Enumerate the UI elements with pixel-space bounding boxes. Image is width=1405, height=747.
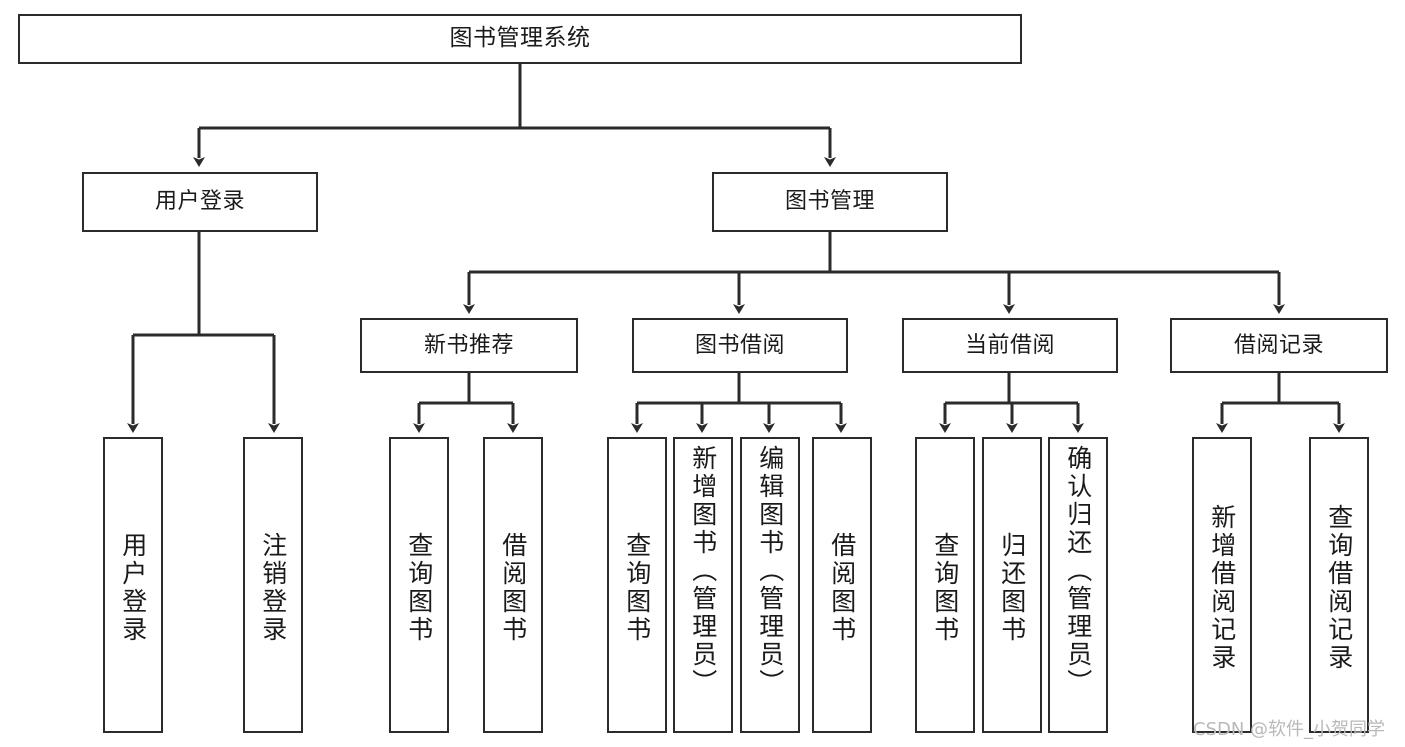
leaf-user-login[interactable]: 用户登录 <box>103 437 163 733</box>
leaf-query-borrow-record[interactable]: 查询借阅记录 <box>1309 437 1369 733</box>
node-label: 编辑图书（管理员） <box>755 445 785 697</box>
node-label: 确认归还（管理员） <box>1063 445 1093 697</box>
leaf-edit-book-admin[interactable]: 编辑图书（管理员） <box>740 437 800 733</box>
node-label: 图书管理 <box>784 189 875 215</box>
leaf-query-book-recommend[interactable]: 查询图书 <box>389 437 449 733</box>
leaf-query-book-borrow[interactable]: 查询图书 <box>607 437 667 733</box>
node-label: 查询图书 <box>930 532 960 644</box>
leaf-add-borrow-record[interactable]: 新增借阅记录 <box>1192 437 1252 733</box>
node-label: 借阅图书 <box>827 532 857 644</box>
node-label: 用户登录 <box>118 532 148 644</box>
node-label: 新增借阅记录 <box>1207 504 1237 672</box>
csdn-watermark: CSDN @软件_小贺同学 <box>1193 719 1386 740</box>
node-label: 图书借阅 <box>694 332 785 358</box>
node-current-borrow[interactable]: 当前借阅 <box>902 318 1118 373</box>
node-label: 查询借阅记录 <box>1324 504 1354 672</box>
node-new-book-recommend[interactable]: 新书推荐 <box>360 318 578 373</box>
node-book-management[interactable]: 图书管理 <box>712 172 948 232</box>
node-label: 查询图书 <box>404 532 434 644</box>
node-root-book-management-system[interactable]: 图书管理系统 <box>18 14 1022 64</box>
leaf-borrow-book-recommend[interactable]: 借阅图书 <box>483 437 543 733</box>
node-label: 借阅记录 <box>1233 332 1324 358</box>
leaf-return-book[interactable]: 归还图书 <box>982 437 1042 733</box>
leaf-add-book-admin[interactable]: 新增图书（管理员） <box>673 437 733 733</box>
node-label: 借阅图书 <box>498 532 528 644</box>
node-label: 归还图书 <box>997 532 1027 644</box>
leaf-borrow-book-borrow[interactable]: 借阅图书 <box>812 437 872 733</box>
leaf-logout-login[interactable]: 注销登录 <box>243 437 303 733</box>
node-label: 新书推荐 <box>423 332 514 358</box>
node-book-borrow[interactable]: 图书借阅 <box>632 318 848 373</box>
node-label: 新增图书（管理员） <box>688 445 718 697</box>
leaf-confirm-return-admin[interactable]: 确认归还（管理员） <box>1048 437 1108 733</box>
node-user-login[interactable]: 用户登录 <box>82 172 318 232</box>
node-label: 用户登录 <box>154 189 245 215</box>
node-label: 图书管理系统 <box>449 25 591 52</box>
node-label: 注销登录 <box>258 532 288 644</box>
node-borrow-record[interactable]: 借阅记录 <box>1170 318 1388 373</box>
node-label: 当前借阅 <box>964 332 1055 358</box>
node-label: 查询图书 <box>622 532 652 644</box>
leaf-query-book-current[interactable]: 查询图书 <box>915 437 975 733</box>
